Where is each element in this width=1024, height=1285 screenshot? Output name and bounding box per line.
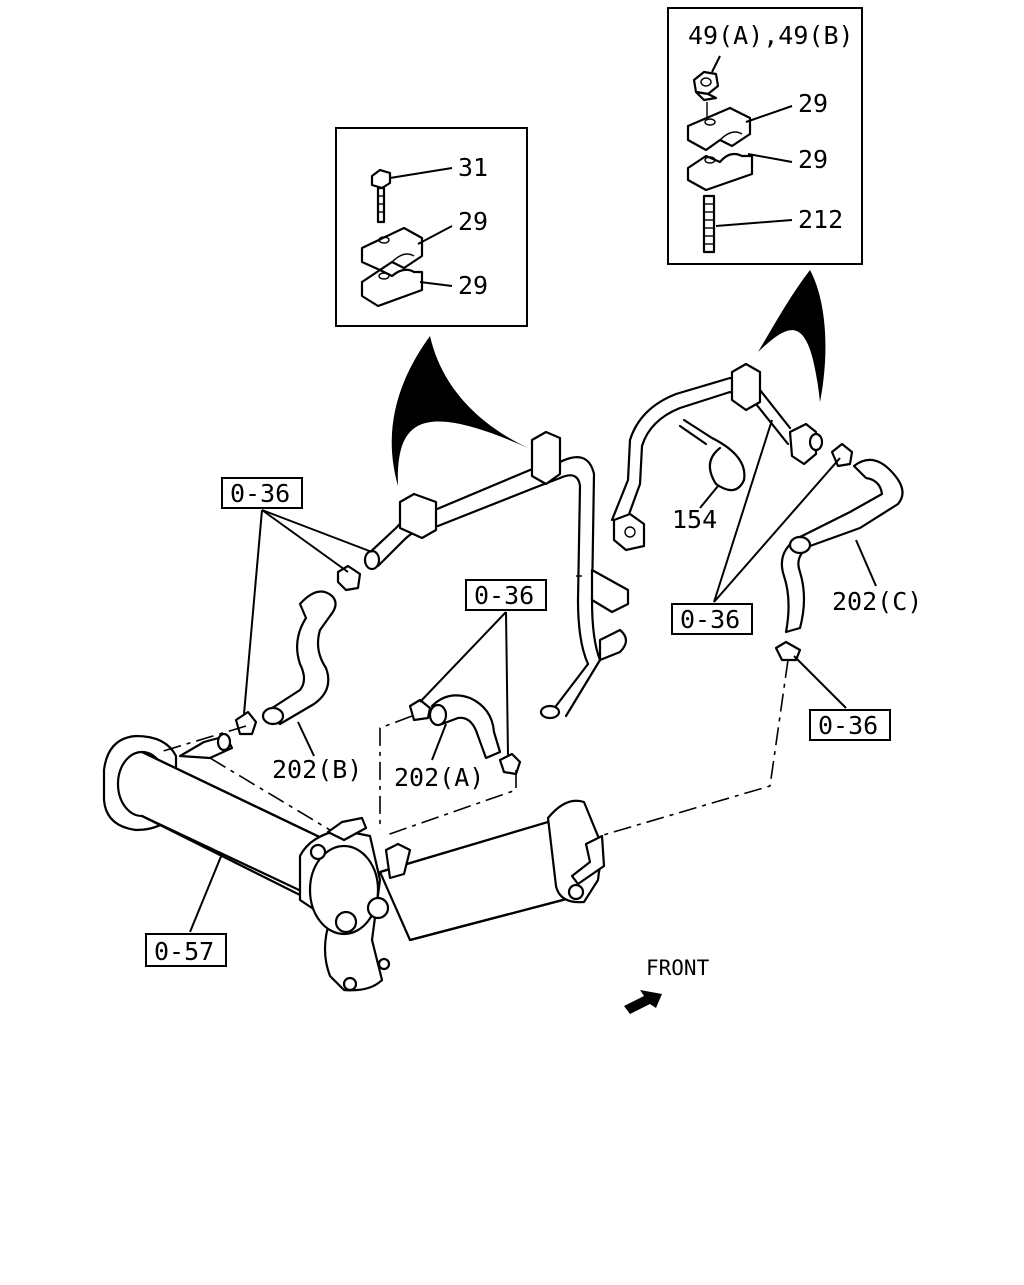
clamp-icon <box>686 152 754 192</box>
callout-31: 31 <box>458 153 488 182</box>
detail-pointer-left <box>391 336 528 486</box>
egr-cooler <box>102 732 606 992</box>
clamp-icon <box>360 268 424 308</box>
hose-202a: 202(A) <box>394 694 522 792</box>
ref-label: 0-57 <box>154 937 214 966</box>
callout-29-lower-right: 29 <box>798 145 828 174</box>
ref-box-clip-left: 0-36 <box>221 477 373 715</box>
detail-pointer-right <box>758 270 826 402</box>
hose-202c: 202(C) <box>774 442 922 662</box>
ref-label: 0-36 <box>818 711 878 740</box>
detail-box-left: 31 29 29 <box>335 127 528 327</box>
detail-box-right: 49(A),49(B) 29 29 <box>667 7 863 265</box>
front-label: FRONT <box>646 956 710 980</box>
ref-box-clip-lower-right: 0-36 <box>793 655 891 741</box>
front-indicator: FRONT <box>624 956 710 1014</box>
callout-49: 49(A),49(B) <box>688 21 854 50</box>
assembly-centerlines <box>159 659 789 837</box>
clamp-icon <box>686 106 752 152</box>
hose-202b: 202(B) <box>234 564 362 784</box>
bolt-icon <box>370 168 392 224</box>
ref-label: 0-36 <box>230 479 290 508</box>
ref-label: 0-36 <box>474 581 534 610</box>
cable-tie-icon: 154 <box>672 418 746 534</box>
ref-label: 0-36 <box>680 605 740 634</box>
coolant-pipe-right <box>610 362 824 552</box>
callout-29-upper-left: 29 <box>458 207 488 236</box>
callout-29-upper-right: 29 <box>798 89 828 118</box>
callout-154: 154 <box>672 505 717 534</box>
nut-icon <box>692 70 720 102</box>
callout-212: 212 <box>798 205 843 234</box>
coolant-pipe-left <box>363 430 630 720</box>
front-arrow-icon <box>624 990 662 1014</box>
stud-icon <box>702 194 716 254</box>
callout-202a: 202(A) <box>394 763 484 792</box>
clamp-icon <box>360 226 424 272</box>
ref-box-clip-center: 0-36 <box>419 579 547 757</box>
ref-box-clip-right: 0-36 <box>671 419 841 635</box>
callout-29-lower-left: 29 <box>458 271 488 300</box>
callout-202c: 202(C) <box>832 587 922 616</box>
ref-box-cooler: 0-57 <box>145 853 227 967</box>
callout-202b: 202(B) <box>272 755 362 784</box>
